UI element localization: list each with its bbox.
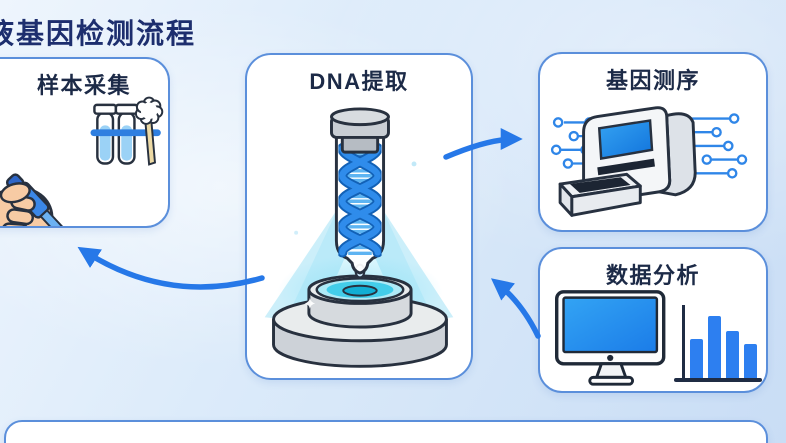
bar: [744, 344, 757, 378]
dna-helix-icon: [338, 143, 382, 258]
panel-data-analysis: 数据分析: [538, 247, 768, 393]
panel-sample-collection: 样本采集: [0, 57, 170, 228]
cotton-swab-icon: [134, 96, 164, 166]
panel-gene-sequencing: 基因测序: [538, 52, 768, 232]
panel-bottom-cutoff: [4, 420, 768, 443]
arrow-dna-to-sample: [77, 246, 265, 290]
test-tubes-icon: [90, 103, 161, 165]
page-title: 液基因检测流程: [0, 12, 196, 52]
bar: [726, 331, 739, 378]
bar-chart-bars: [690, 304, 757, 378]
page-title-text: 基因检测流程: [16, 18, 197, 49]
sequencer-illustration: [550, 106, 748, 217]
monitor-illustration: [555, 290, 666, 386]
panel-dna-title: DNA提取: [309, 69, 409, 94]
pedestal-icon: [272, 274, 448, 368]
sparkles: [253, 139, 443, 309]
sample-collection-illustration: [0, 96, 164, 226]
hand-with-swab-icon: [0, 173, 76, 226]
bar-chart-baseline: [674, 378, 762, 382]
arrow-analysis-to-dna: [490, 278, 541, 339]
machine-slot: [597, 158, 655, 176]
panel-dna-extraction: DNA提取: [245, 53, 473, 380]
page-title-cut-char: 液: [0, 18, 17, 49]
bar: [690, 339, 703, 378]
glow-pool-icon: [315, 277, 405, 303]
panel-analysis-title: 数据分析: [605, 263, 700, 288]
sample-tray-plate: [569, 177, 631, 193]
tube-cap-icon: [330, 107, 390, 154]
panel-sample-title: 样本采集: [36, 73, 131, 98]
sequencer-machine-icon: [558, 106, 697, 217]
monitor-icon: [555, 290, 666, 386]
dna-extraction-illustration: [253, 107, 454, 368]
bar: [708, 316, 721, 378]
machine-screen: [597, 119, 654, 161]
bar-chart: [682, 305, 763, 379]
panel-sequencing-title: 基因测序: [605, 68, 700, 93]
